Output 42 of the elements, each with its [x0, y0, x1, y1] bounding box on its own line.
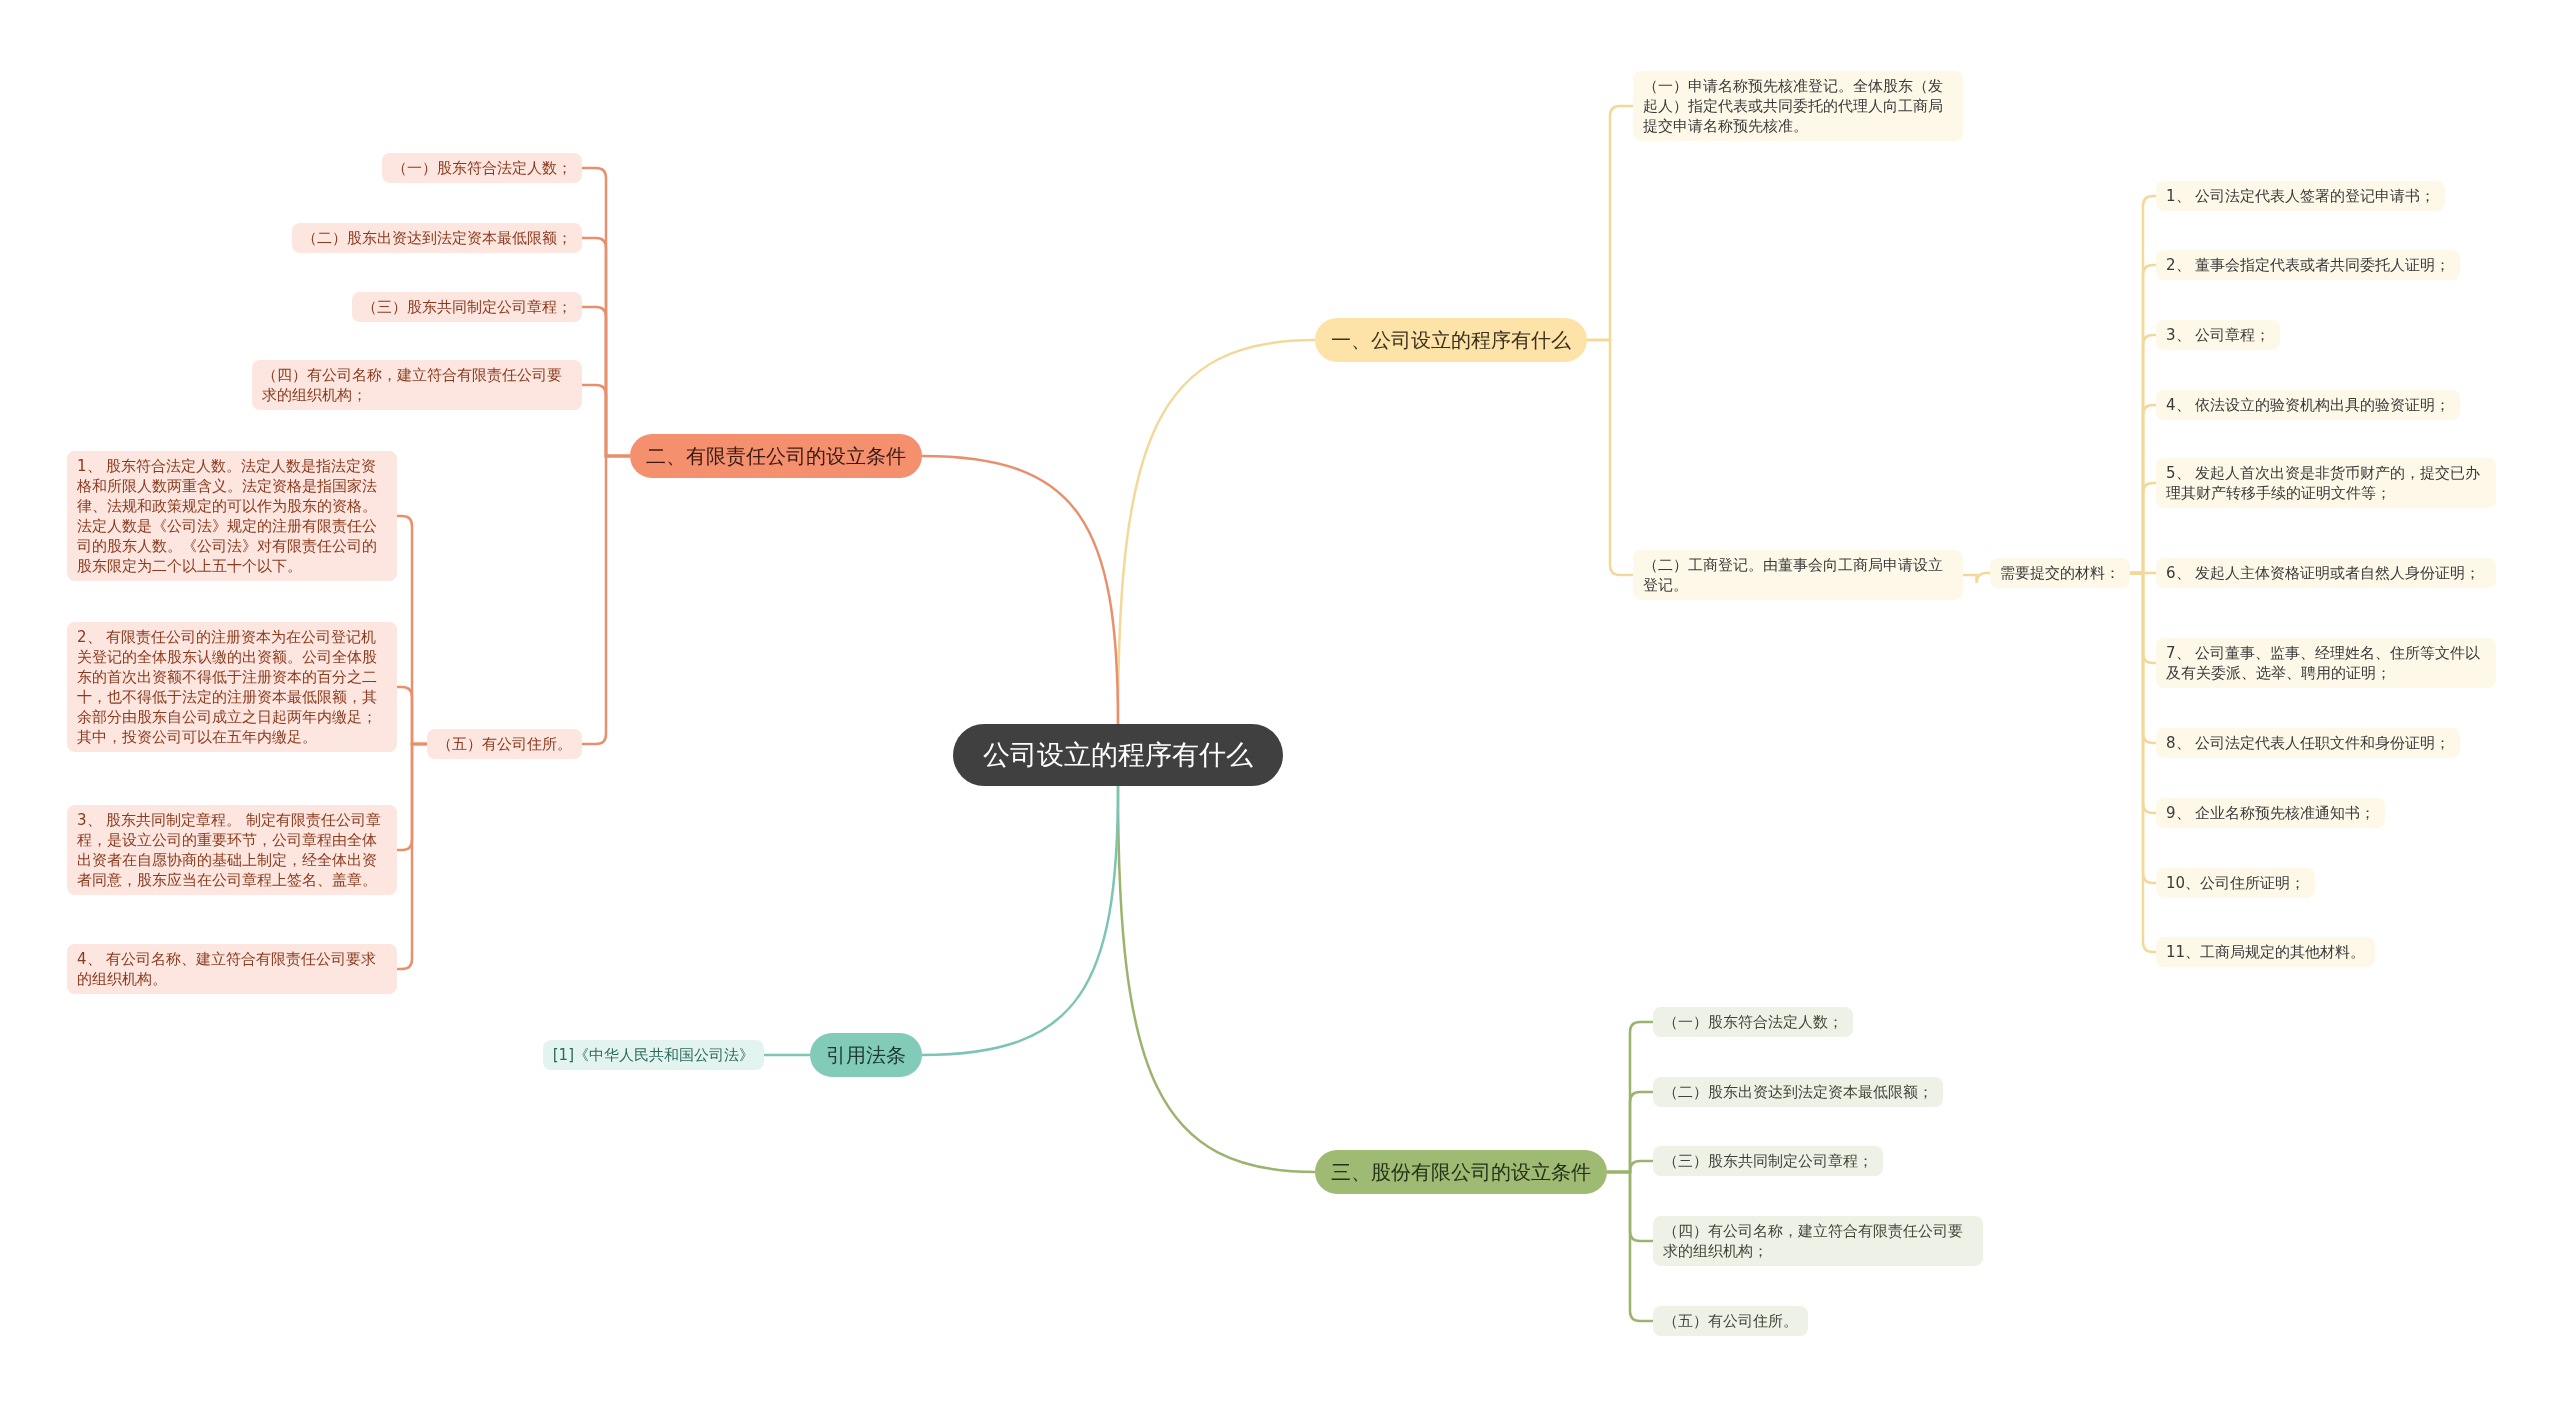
- subtopic-box: 4、 有公司名称、建立符合有限责任公司要求的组织机构。: [67, 944, 397, 994]
- subtopic-box: 4、 依法设立的验资机构出具的验资证明；: [2156, 390, 2461, 420]
- connector-line: [1587, 338, 1633, 577]
- connector-line: [921, 785, 1120, 1057]
- subtopic-box: 3、 公司章程；: [2156, 320, 2281, 350]
- subtopic-box: 1、 股东符合法定人数。法定人数是指法定资格和所限人数两重含义。法定资格是指国家法律、法规和政策规定的可以作为股东的资格。法定人数是《公司法》规定的注册有限责任公司的股东人数。《公司法》对有限责任公司的股东限定为二个以上五十个以下。: [67, 451, 397, 581]
- subtopic-box: 2、 有限责任公司的注册资本为在公司登记机关登记的全体股东认缴的出资额。公司全体股东的首次出资额不得低于注册资本的百分之二十，也不得低于法定的注册资本最低限额，其余部分由股东自公司成立之日起两年内缴足；其中，投资公司可以在五年内缴足。: [67, 622, 397, 752]
- subtopic-box: （五）有公司住所。: [427, 729, 582, 759]
- subtopic-box: （四）有公司名称，建立符合有限责任公司要求的组织机构；: [252, 360, 582, 410]
- subtopic-box: （四）有公司名称，建立符合有限责任公司要求的组织机构；: [1653, 1216, 1983, 1266]
- connector-line: [1963, 571, 1990, 585]
- subtopic-box: （二）股东出资达到法定资本最低限额；: [1653, 1077, 1943, 1107]
- connector-line: [921, 454, 1120, 725]
- subtopic-box: 10、公司住所证明；: [2156, 868, 2316, 898]
- subtopic-box: （三）股东共同制定公司章程；: [1653, 1146, 1883, 1176]
- connector-line: [1607, 1170, 1653, 1323]
- branch-topic: 三、股份有限公司的设立条件: [1315, 1150, 1607, 1194]
- connector-line: [764, 1053, 810, 1057]
- subtopic-box: 2、 董事会指定代表或者共同委托人证明；: [2156, 250, 2461, 280]
- subtopic-box: 3、 股东共同制定章程。 制定有限责任公司章程，是设立公司的重要环节，公司章程由全体出资者在自愿协商的基础上制定，经全体出资者同意，股东应当在公司章程上签名、盖章。: [67, 805, 397, 895]
- connector-line: [2130, 571, 2156, 954]
- subtopic-box: [1]《中华人民共和国公司法》: [542, 1040, 764, 1070]
- subtopic-box: （一）股东符合法定人数；: [382, 153, 582, 183]
- subtopic-box: （二）股东出资达到法定资本最低限额；: [292, 223, 582, 253]
- subtopic-box: 9、 企业名称预先核准通知书；: [2156, 798, 2386, 828]
- subtopic-box: （二）工商登记。由董事会向工商局申请设立登记。: [1633, 550, 1963, 600]
- subtopic-box: （一）股东符合法定人数；: [1653, 1007, 1853, 1037]
- branch-topic: 引用法条: [810, 1033, 922, 1077]
- branch-topic: 一、公司设立的程序有什么: [1315, 318, 1587, 362]
- subtopic-box: 11、工商局规定的其他材料。: [2156, 937, 2376, 967]
- subtopic-box: 7、 公司董事、监事、经理姓名、住所等文件以及有关委派、选举、聘用的证明；: [2156, 638, 2496, 688]
- central-topic: 公司设立的程序有什么: [953, 724, 1283, 786]
- subtopic-box: 5、 发起人首次出资是非货币财产的，提交已办理其财产转移手续的证明文件等；: [2156, 458, 2496, 508]
- subtopic-box: 需要提交的材料：: [1990, 558, 2130, 588]
- subtopic-box: （三）股东共同制定公司章程；: [352, 292, 582, 322]
- connector-line: [582, 454, 630, 746]
- subtopic-box: （一）申请名称预先核准登记。全体股东（发起人）指定代表或共同委托的代理人向工商局提交申请名称预先核准。: [1633, 71, 1963, 141]
- subtopic-box: （五）有公司住所。: [1653, 1306, 1808, 1336]
- subtopic-box: 6、 发起人主体资格证明或者自然人身份证明；: [2156, 558, 2496, 588]
- subtopic-box: 8、 公司法定代表人任职文件和身份证明；: [2156, 728, 2461, 758]
- subtopic-box: 1、 公司法定代表人签署的登记申请书；: [2156, 181, 2446, 211]
- branch-topic: 二、有限责任公司的设立条件: [630, 434, 922, 478]
